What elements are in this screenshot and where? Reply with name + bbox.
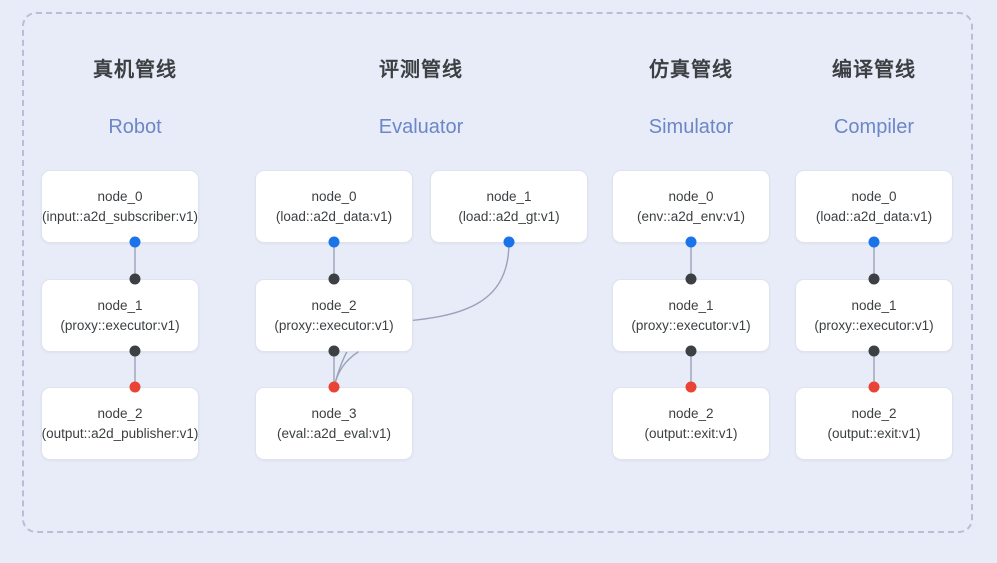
pipeline-node[interactable]: node_1(proxy::executor:v1) xyxy=(795,279,953,352)
node-spec: (env::a2d_env:v1) xyxy=(636,208,746,224)
node-name: node_1 xyxy=(486,188,532,204)
column-title-cn: 编译管线 xyxy=(832,59,916,81)
node-spec: (proxy::executor:v1) xyxy=(60,317,180,333)
node-port-red-icon[interactable] xyxy=(129,381,141,393)
node-port-blue-icon[interactable] xyxy=(503,236,515,248)
node-port-blue-icon[interactable] xyxy=(328,236,340,248)
node-name: node_2 xyxy=(668,405,714,421)
connector-edge xyxy=(333,351,359,388)
column-title-en: Compiler xyxy=(833,116,915,138)
node-port-black-icon[interactable] xyxy=(328,345,340,357)
node-spec: (input::a2d_subscriber:v1) xyxy=(41,208,199,224)
node-name: node_0 xyxy=(97,188,143,204)
node-name: node_2 xyxy=(97,405,143,421)
pipeline-node[interactable]: node_1(proxy::executor:v1) xyxy=(41,279,199,352)
node-port-black-icon[interactable] xyxy=(129,345,141,357)
column-title-en: Robot xyxy=(108,116,162,138)
pipeline-node[interactable]: node_3(eval::a2d_eval:v1) xyxy=(255,387,413,460)
pipeline-node[interactable]: node_0(load::a2d_data:v1) xyxy=(255,170,413,243)
pipeline-node[interactable]: node_2(output::a2d_publisher:v1) xyxy=(41,387,199,460)
node-port-blue-icon[interactable] xyxy=(129,236,141,248)
column-header-simulator: 仿真管线 Simulator xyxy=(649,60,733,137)
node-name: node_0 xyxy=(311,188,357,204)
pipeline-node[interactable]: node_0(env::a2d_env:v1) xyxy=(612,170,770,243)
column-title-en: Evaluator xyxy=(378,116,464,138)
node-port-black-icon[interactable] xyxy=(328,273,340,285)
column-title-cn: 评测管线 xyxy=(379,59,463,81)
node-name: node_2 xyxy=(311,297,357,313)
column-header-robot: 真机管线 Robot xyxy=(93,60,177,137)
column-title-cn: 仿真管线 xyxy=(648,59,733,81)
node-name: node_0 xyxy=(668,188,714,204)
node-port-blue-icon[interactable] xyxy=(685,236,697,248)
node-name: node_3 xyxy=(311,405,357,421)
pipeline-node[interactable]: node_2(output::exit:v1) xyxy=(795,387,953,460)
node-port-black-icon[interactable] xyxy=(868,273,880,285)
pipeline-node[interactable]: node_0(input::a2d_subscriber:v1) xyxy=(41,170,199,243)
node-port-black-icon[interactable] xyxy=(868,345,880,357)
node-spec: (output::a2d_publisher:v1) xyxy=(41,425,199,441)
column-title-en: Simulator xyxy=(648,116,734,138)
pipeline-node[interactable]: node_0(load::a2d_data:v1) xyxy=(795,170,953,243)
node-spec: (load::a2d_data:v1) xyxy=(815,208,933,224)
node-port-black-icon[interactable] xyxy=(685,273,697,285)
pipeline-node[interactable]: node_1(proxy::executor:v1) xyxy=(612,279,770,352)
pipeline-node[interactable]: node_2(proxy::executor:v1) xyxy=(255,279,413,352)
node-port-black-icon[interactable] xyxy=(129,273,141,285)
node-name: node_1 xyxy=(97,297,143,313)
node-spec: (load::a2d_data:v1) xyxy=(275,208,393,224)
node-name: node_2 xyxy=(851,405,897,421)
node-port-black-icon[interactable] xyxy=(685,345,697,357)
node-spec: (proxy::executor:v1) xyxy=(631,317,751,333)
column-header-evaluator: 评测管线 Evaluator xyxy=(379,60,464,137)
node-port-blue-icon[interactable] xyxy=(868,236,880,248)
node-spec: (output::exit:v1) xyxy=(827,425,921,441)
node-name: node_1 xyxy=(668,297,714,313)
column-title-cn: 真机管线 xyxy=(93,59,177,81)
node-name: node_0 xyxy=(851,188,897,204)
node-port-red-icon[interactable] xyxy=(328,381,340,393)
node-port-red-icon[interactable] xyxy=(685,381,697,393)
node-spec: (eval::a2d_eval:v1) xyxy=(276,425,392,441)
node-spec: (proxy::executor:v1) xyxy=(814,317,934,333)
node-name: node_1 xyxy=(851,297,897,313)
node-spec: (load::a2d_gt:v1) xyxy=(458,208,560,224)
column-header-compiler: 编译管线 Compiler xyxy=(832,60,916,137)
node-port-red-icon[interactable] xyxy=(868,381,880,393)
node-spec: (output::exit:v1) xyxy=(644,425,738,441)
node-spec: (proxy::executor:v1) xyxy=(274,317,394,333)
pipeline-node[interactable]: node_2(output::exit:v1) xyxy=(612,387,770,460)
pipeline-node[interactable]: node_1(load::a2d_gt:v1) xyxy=(430,170,588,243)
